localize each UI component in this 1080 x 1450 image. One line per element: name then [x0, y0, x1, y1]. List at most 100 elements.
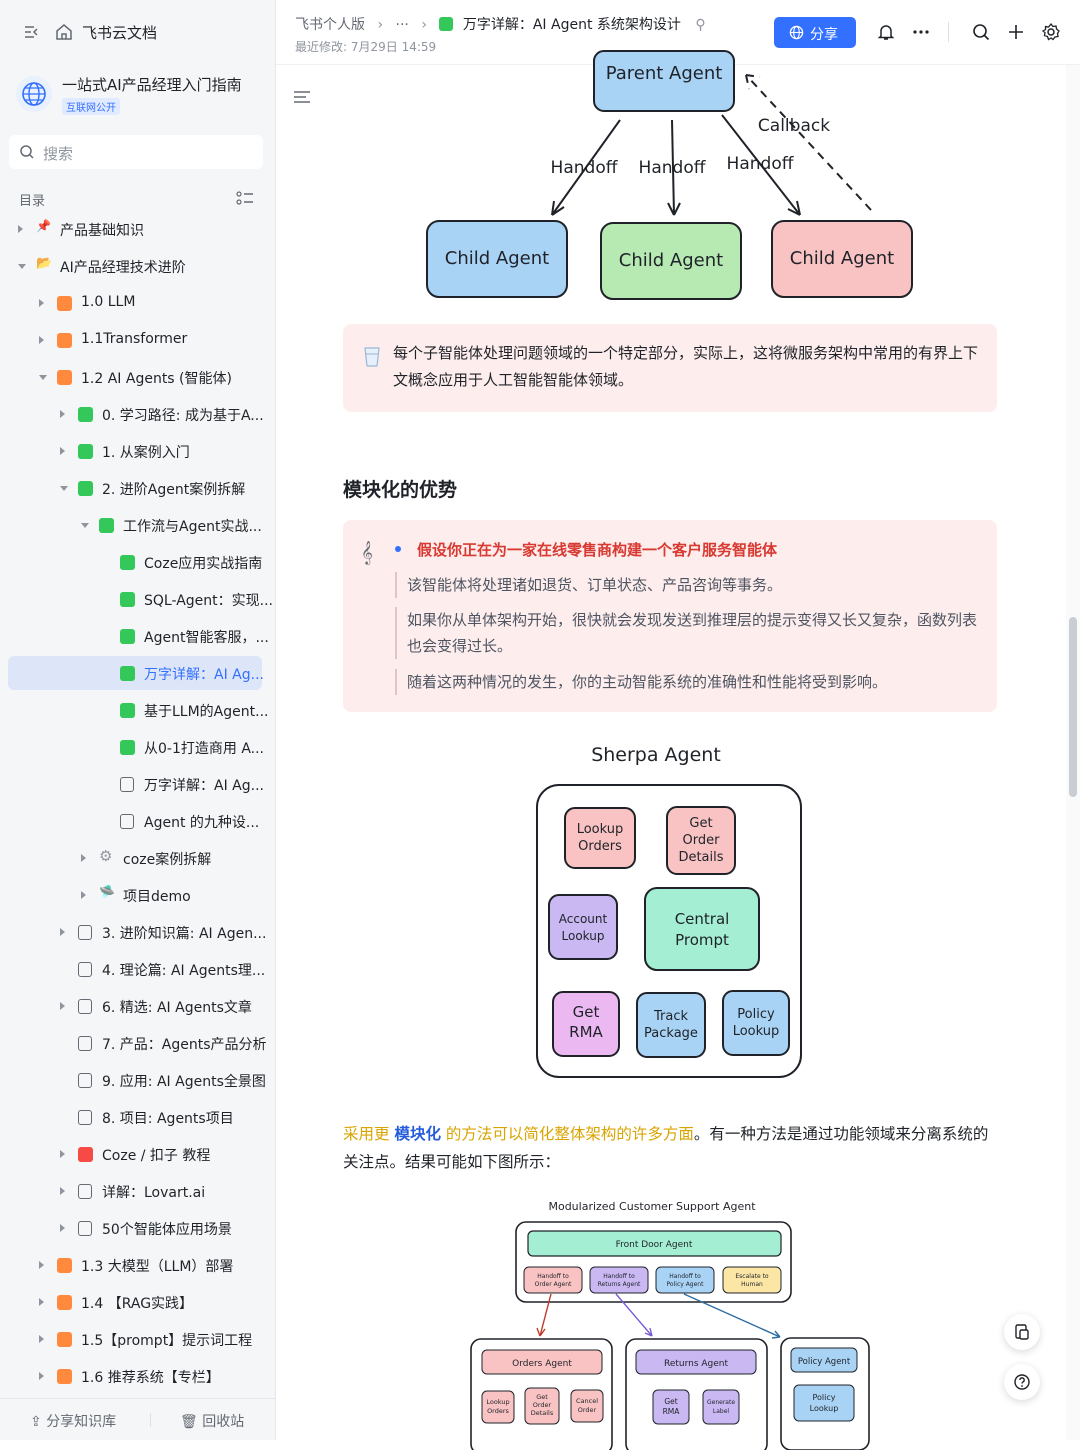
- chevron-right-icon[interactable]: [81, 891, 86, 899]
- coze-icon: [78, 1147, 93, 1162]
- chevron-right-icon[interactable]: [60, 410, 65, 418]
- book-icon: [57, 1332, 72, 1347]
- sidebar-item[interactable]: Coze / 扣子 教程: [8, 1137, 262, 1171]
- sidebar-item[interactable]: 50个智能体应用场景: [8, 1211, 262, 1245]
- sidebar-item[interactable]: 基于LLM的Agent...: [8, 693, 269, 727]
- chevron-right-icon[interactable]: [60, 1224, 65, 1232]
- sidebar-item[interactable]: 7. 产品：Agents产品分析: [8, 1026, 267, 1060]
- breadcrumb: 飞书个人版 › ··· › 万字详解：AI Agent 系统架构设计 ⚲: [295, 17, 706, 33]
- sidebar-item-label: 2. 进阶Agent案例拆解: [102, 482, 246, 498]
- bell-icon[interactable]: [876, 22, 896, 42]
- chevron-right-icon[interactable]: [39, 336, 44, 344]
- sidebar-item[interactable]: 8. 项目: Agents项目: [8, 1100, 262, 1134]
- sidebar-item-label: 基于LLM的Agent...: [144, 704, 269, 720]
- highlight-text: 的方法可以简化整体架构的许多方面: [445, 1125, 694, 1143]
- sidebar-item[interactable]: 1.0 LLM: [8, 286, 262, 320]
- more-icon[interactable]: [911, 22, 931, 42]
- breadcrumb-more[interactable]: ···: [395, 17, 409, 33]
- generate-label-box: [702, 1389, 740, 1425]
- sidebar-item[interactable]: 1.3 大模型（LLM）部署: [8, 1248, 262, 1282]
- sidebar-item[interactable]: 万字详解：AI Ag...: [8, 767, 264, 801]
- app-title[interactable]: 飞书云文档: [82, 24, 158, 42]
- chevron-down-icon[interactable]: [60, 486, 68, 491]
- chevron-right-icon[interactable]: [39, 1261, 44, 1269]
- sidebar-item[interactable]: 1.4 【RAG实践】: [8, 1285, 262, 1319]
- divider: [948, 22, 949, 42]
- home-icon[interactable]: [54, 22, 74, 42]
- chevron-right-icon[interactable]: [60, 1187, 65, 1195]
- breadcrumb-doc-title[interactable]: 万字详解：AI Agent 系统架构设计: [462, 17, 681, 33]
- search-input[interactable]: 搜索: [9, 135, 263, 169]
- sidebar-item[interactable]: Agent 的九种设...: [8, 804, 262, 838]
- sidebar-item[interactable]: SQL-Agent：实现...: [8, 582, 273, 616]
- chevron-right-icon[interactable]: [60, 447, 65, 455]
- sidebar-item-label: Agent 的九种设...: [144, 815, 260, 831]
- sidebar-item[interactable]: 📂AI产品经理技术进阶: [8, 249, 262, 283]
- settings-icon[interactable]: [1041, 22, 1061, 42]
- book-icon: [57, 1258, 72, 1273]
- sidebar-item[interactable]: 从0-1打造商用 A...: [8, 730, 264, 764]
- doc-assist-button[interactable]: [1004, 1314, 1040, 1350]
- sidebar-item[interactable]: 4. 理论篇: AI Agents理...: [8, 952, 265, 986]
- chevron-right-icon[interactable]: [39, 299, 44, 307]
- chevron-right-icon[interactable]: [60, 1002, 65, 1010]
- book-icon: [57, 1369, 72, 1384]
- doc-file-icon: [78, 925, 92, 940]
- sidebar-item[interactable]: 📌产品基础知识: [8, 212, 262, 246]
- doc-file-icon: [120, 814, 134, 829]
- outline-icon[interactable]: [293, 89, 311, 105]
- sidebar-item[interactable]: ⚙coze案例拆解: [8, 841, 262, 875]
- sidebar-item[interactable]: 详解：Lovart.ai: [8, 1174, 262, 1208]
- handoff-label: Handoff: [727, 154, 795, 174]
- search-icon[interactable]: [971, 22, 991, 42]
- sidebar-item[interactable]: 1.2 AI Agents (智能体): [8, 360, 262, 394]
- recycle-bin-button[interactable]: 🗑 回收站: [180, 1414, 245, 1430]
- sidebar-item[interactable]: 1.5【prompt】提示词工程: [8, 1322, 262, 1356]
- chevron-right-icon[interactable]: [60, 928, 65, 936]
- share-knowledge-base-button[interactable]: ⇪ 分享知识库: [30, 1414, 117, 1430]
- share-button[interactable]: 分享: [774, 17, 856, 48]
- child-agent-label: Child Agent: [445, 248, 549, 269]
- sidebar-item-label: 工作流与Agent实战...: [123, 519, 262, 535]
- knowledge-space[interactable]: 一站式AI产品经理入门指南 互联网公开: [16, 72, 266, 120]
- sidebar-item-label: coze案例拆解: [123, 852, 212, 868]
- help-button[interactable]: [1004, 1364, 1040, 1400]
- chevron-down-icon[interactable]: [81, 523, 89, 528]
- sidebar-item[interactable]: 3. 进阶知识篇: AI Agen...: [8, 915, 266, 949]
- scrollbar-thumb[interactable]: [1069, 617, 1077, 797]
- breadcrumb-root[interactable]: 飞书个人版: [295, 17, 365, 33]
- chevron-right-icon[interactable]: [39, 1298, 44, 1306]
- sidebar-item[interactable]: 1.6 推荐系统【专栏】: [8, 1359, 262, 1393]
- sidebar-item[interactable]: Coze应用实战指南: [8, 545, 262, 579]
- sidebar-item[interactable]: 工作流与Agent实战...: [8, 508, 262, 542]
- sidebar-item[interactable]: 🛸项目demo: [8, 878, 262, 912]
- sidebar-item[interactable]: 9. 应用: AI Agents全景图: [8, 1063, 266, 1097]
- sidebar-item[interactable]: 1. 从案例入门: [8, 434, 262, 468]
- doc-file-icon: [78, 999, 92, 1014]
- sidebar-item[interactable]: 0. 学习路径: 成为基于A...: [8, 397, 264, 431]
- chevron-right-icon[interactable]: [18, 225, 23, 233]
- chevron-down-icon[interactable]: [39, 375, 47, 380]
- chevron-right-icon[interactable]: [39, 1372, 44, 1380]
- add-icon[interactable]: [1006, 22, 1026, 42]
- front-door-box: [527, 1230, 782, 1257]
- chevron-down-icon[interactable]: [18, 264, 26, 269]
- policy-agent-box: [790, 1347, 858, 1373]
- scrollbar[interactable]: [1066, 65, 1080, 1440]
- toc-list-icon[interactable]: [236, 190, 254, 206]
- pin-icon[interactable]: ⚲: [695, 17, 706, 33]
- sidebar-item[interactable]: 万字详解：AI Ag...: [8, 656, 264, 690]
- sidebar-item[interactable]: 6. 精选: AI Agents文章: [8, 989, 262, 1023]
- chevron-right-icon[interactable]: [81, 854, 86, 862]
- sidebar-item[interactable]: 2. 进阶Agent案例拆解: [8, 471, 262, 505]
- ufo-icon: 🛸: [99, 885, 116, 900]
- collapse-sidebar-icon[interactable]: [22, 22, 42, 42]
- sidebar-item[interactable]: 1.1Transformer: [8, 323, 262, 357]
- chevron-right-icon[interactable]: [60, 1150, 65, 1158]
- sidebar-item-label: Coze / 扣子 教程: [102, 1148, 211, 1164]
- sidebar-item[interactable]: Agent智能客服，...: [8, 619, 269, 653]
- chevron-right-icon[interactable]: [39, 1335, 44, 1343]
- cancel-order-box: [570, 1389, 604, 1423]
